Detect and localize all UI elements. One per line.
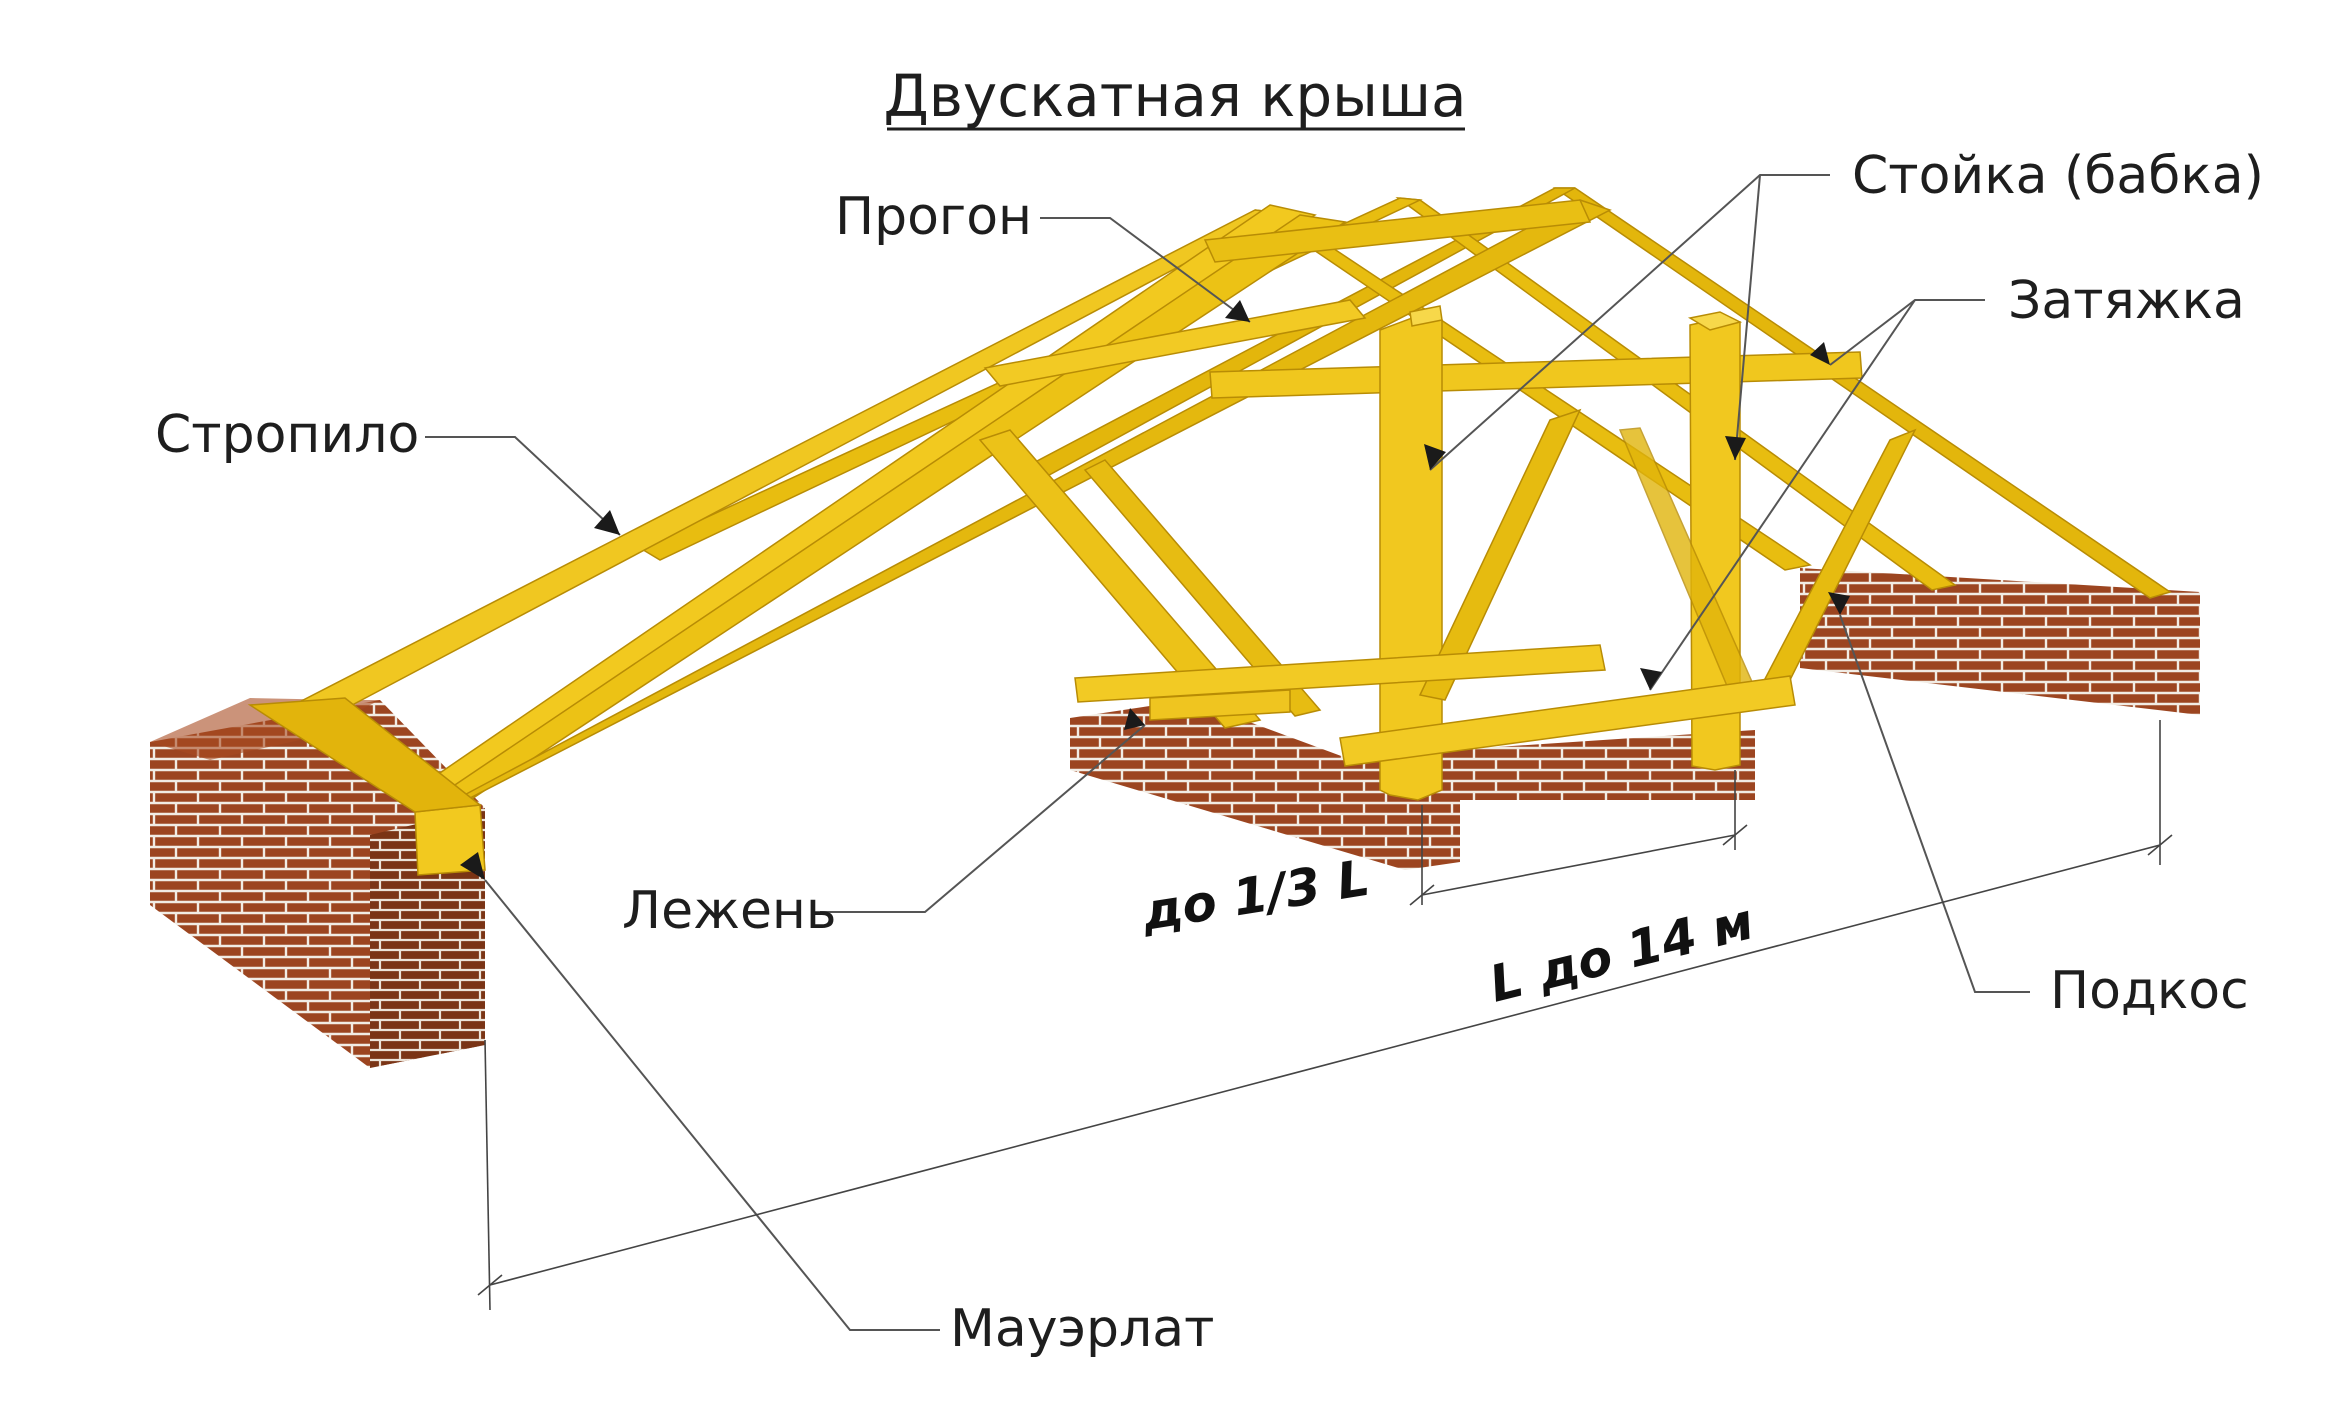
leader-stropilo bbox=[425, 436, 621, 536]
leader-lines bbox=[425, 174, 2030, 1331]
leader-lezhen bbox=[820, 724, 1146, 913]
timber-frame bbox=[247, 187, 2172, 876]
leader-mauerlat bbox=[484, 879, 940, 1331]
leader-progon bbox=[1040, 217, 1251, 323]
dimline-span bbox=[489, 844, 2161, 1286]
brick-wall-left bbox=[150, 698, 485, 1068]
label-mauerlat: Мауэрлат bbox=[950, 1299, 1214, 1359]
leader-zatyazhka-2 bbox=[1649, 299, 1916, 691]
dim-stand-spacing: до 1/3 L bbox=[1137, 849, 1373, 942]
diagram-title: Двускатная крыша bbox=[883, 62, 1466, 130]
label-podkos: Подкос bbox=[2050, 961, 2249, 1021]
dimension-lines bbox=[477, 720, 2173, 1311]
leader-podkos bbox=[1839, 614, 2030, 993]
label-stropilo: Стропило bbox=[155, 405, 419, 465]
dimline-stand-spacing bbox=[1421, 834, 1736, 896]
label-stoyka: Стойка (бабка) bbox=[1852, 146, 2264, 206]
tick-stand-1 bbox=[1409, 884, 1435, 906]
brick-wall-right bbox=[1800, 568, 2200, 715]
label-zatyazhka: Затяжка bbox=[2008, 271, 2245, 331]
tick-span-2 bbox=[2147, 834, 2173, 856]
tick-stand-2 bbox=[1722, 824, 1748, 846]
label-progon: Прогон bbox=[835, 187, 1032, 247]
extline-span-1 bbox=[484, 1039, 491, 1311]
label-lezhen: Лежень bbox=[622, 881, 837, 941]
arrowheads bbox=[460, 300, 1850, 880]
tick-span-1 bbox=[477, 1274, 503, 1296]
dim-span: L до 14 м bbox=[1484, 892, 1759, 1013]
leader-stoyka-2 bbox=[1734, 174, 1761, 461]
